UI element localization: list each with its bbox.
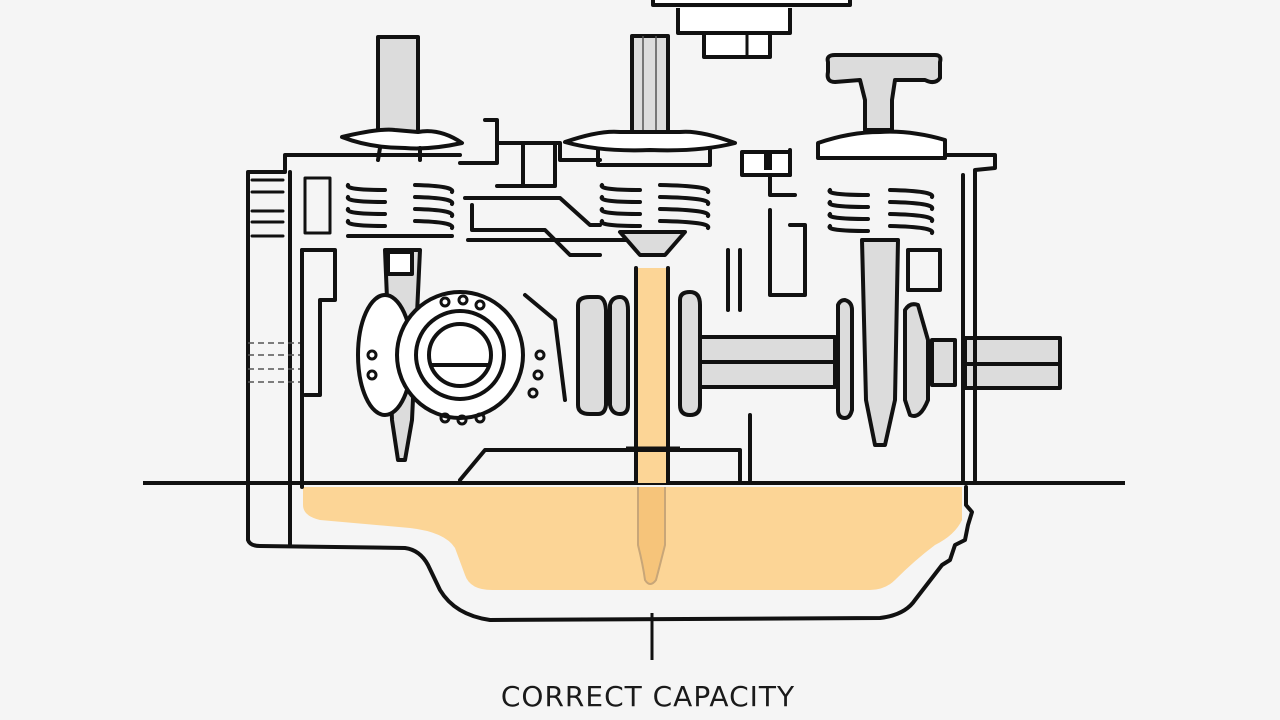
engine-block-left xyxy=(246,153,462,489)
spring-left xyxy=(345,183,455,238)
valve-center xyxy=(563,34,737,257)
oil-fill xyxy=(303,487,962,590)
top-cap xyxy=(651,0,852,59)
dipstick xyxy=(626,266,680,585)
crankshaft xyxy=(576,290,1062,420)
valve-right xyxy=(740,53,997,482)
lower-linkage xyxy=(458,248,752,482)
oil-pan xyxy=(246,485,974,622)
rocker-linkage xyxy=(458,118,632,257)
camshaft-gear xyxy=(356,290,567,426)
spring-right xyxy=(827,188,935,235)
diagram-caption: CORRECT CAPACITY xyxy=(500,680,796,713)
spring-center xyxy=(599,183,711,230)
